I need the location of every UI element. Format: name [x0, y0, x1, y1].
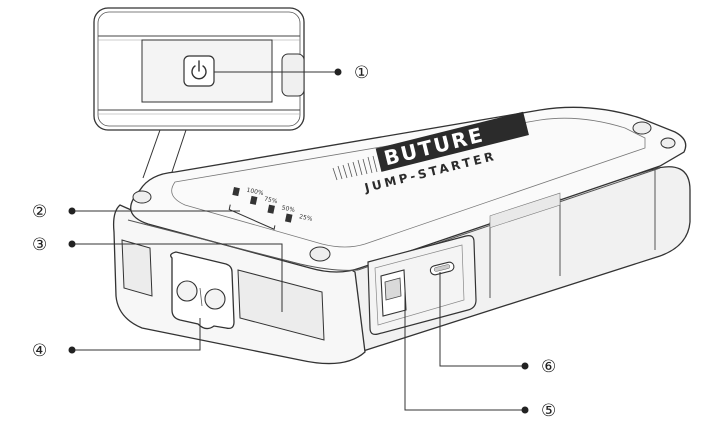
led-label-25: 25%	[299, 213, 314, 223]
led-label-100: 100%	[246, 187, 265, 197]
power-button-inset	[93, 7, 305, 179]
callout-dot-2	[68, 207, 76, 215]
usb-port-panel	[367, 235, 477, 335]
led-label-50: 50%	[281, 204, 296, 214]
callout-dot-3	[68, 240, 76, 248]
callout-label-6: ⑥	[541, 357, 556, 377]
usb-c-port	[429, 261, 455, 276]
led-label-75: 75%	[263, 196, 278, 206]
callout-dot-6	[521, 362, 529, 370]
jump-starter-device: 100% 75% 50% 25% BUTURE JUMP-STARTER	[112, 106, 691, 365]
callouts	[72, 71, 525, 411]
callout-dot-5	[521, 406, 529, 414]
callout-label-1: ①	[354, 63, 369, 83]
callout-dot-1	[334, 68, 342, 76]
callout-label-4: ④	[32, 341, 47, 361]
callout-label-2: ②	[32, 202, 47, 222]
callout-dot-4	[68, 346, 76, 354]
battery-indicator: 100% 75% 50% 25%	[228, 187, 314, 230]
power-icon	[191, 60, 207, 80]
callout-label-3: ③	[32, 235, 47, 255]
grip-texture	[332, 155, 378, 181]
usb-a-port	[380, 269, 407, 317]
callout-label-5: ⑤	[541, 401, 556, 421]
clamp-port	[170, 251, 235, 330]
